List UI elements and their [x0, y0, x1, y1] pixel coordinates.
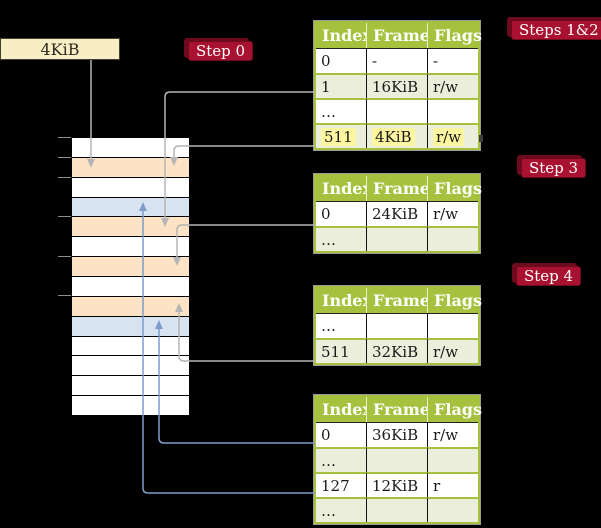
memory-tick [58, 137, 71, 138]
frame-size-label-text: 4KiB [40, 39, 80, 59]
table-cell: … [316, 497, 366, 522]
table-cell: 36KiB [366, 422, 427, 447]
memory-tick [58, 216, 71, 218]
table1-entry511-mark [479, 135, 483, 142]
column-header-index: Index [316, 288, 372, 313]
table-cell: r/w [427, 123, 478, 148]
highlighted-value: r/w [433, 127, 465, 146]
table-cell: r [427, 472, 478, 497]
table-cell [366, 98, 427, 123]
table-cell: r/w [427, 73, 478, 98]
memory-frame-row [72, 156, 189, 177]
table-cell [427, 226, 478, 251]
table-cell: r/w [427, 201, 478, 226]
arrow-table2-entry0-to-24kib [173, 224, 315, 266]
memory-tick [58, 176, 71, 178]
table-cell: 32KiB [366, 338, 427, 363]
table-cell: - [366, 48, 427, 73]
column-header-index: Index [316, 397, 372, 422]
column-header-flags: Flags [427, 397, 482, 422]
column-header-flags: Flags [427, 23, 482, 48]
table-cell: 12KiB [366, 472, 427, 497]
arrow-table1-entry511-to-4kib [170, 145, 315, 166]
arrow-table3-entry511-to-32kib [175, 303, 315, 362]
table-cell [427, 497, 478, 522]
table-cell: … [316, 447, 366, 472]
memory-frame-row [72, 176, 189, 197]
memory-frame-row [72, 295, 189, 316]
column-header-flags: Flags [427, 288, 482, 313]
memory-frame-row [72, 375, 189, 396]
frame-size-label: 4KiB [0, 38, 120, 60]
table-cell [427, 447, 478, 472]
table-cell [366, 447, 427, 472]
physical-memory-column [71, 137, 190, 416]
table-cell: 16KiB [366, 73, 427, 98]
badge-step-3: Step 3 [521, 158, 587, 178]
table-cell: 0 [316, 422, 366, 447]
highlighted-value: 511 [321, 127, 356, 146]
table-cell: - [427, 48, 478, 73]
memory-frame-row [72, 236, 189, 257]
table-cell: 1 [316, 73, 366, 98]
column-header-frame: Frame [366, 288, 430, 313]
table-cell: 24KiB [366, 201, 427, 226]
table-cell [366, 497, 427, 522]
highlighted-value: 4KiB [372, 127, 415, 146]
memory-tick [58, 255, 71, 257]
memory-frame-row [72, 315, 189, 336]
column-header-frame: Frame [366, 397, 430, 422]
table-cell: … [316, 226, 366, 251]
table-cell: 511 [316, 123, 366, 148]
table-cell: r/w [427, 422, 478, 447]
badge-step-0: Step 0 [188, 41, 254, 61]
badge-steps-1-2: Steps 1&2 [511, 20, 601, 40]
table-cell [366, 313, 427, 338]
column-header-flags: Flags [427, 176, 482, 201]
memory-tick [58, 295, 71, 297]
table-cell: 127 [316, 472, 366, 497]
memory-tick [58, 156, 71, 158]
memory-frame-row [72, 138, 189, 157]
column-header-frame: Frame [366, 23, 430, 48]
memory-frame-row [72, 335, 189, 356]
badge-step-4: Step 4 [516, 266, 582, 286]
table-cell: r/w [427, 338, 478, 363]
table-cell: 4KiB [366, 123, 427, 148]
table-cell: … [316, 98, 366, 123]
table-cell [427, 98, 478, 123]
table-cell: … [316, 313, 366, 338]
memory-frame-row [72, 216, 189, 237]
table-cell [427, 313, 478, 338]
memory-frame-row [72, 276, 189, 296]
table-cell: 511 [316, 338, 366, 363]
memory-frame-row [72, 355, 189, 376]
memory-frame-row [72, 256, 189, 277]
column-header-index: Index [316, 23, 372, 48]
table-cell: 0 [316, 201, 366, 226]
table-cell: 0 [316, 48, 366, 73]
memory-frame-row [72, 395, 189, 416]
memory-frame-row [72, 196, 189, 217]
column-header-index: Index [316, 176, 372, 201]
table-cell [366, 226, 427, 251]
column-header-frame: Frame [366, 176, 430, 201]
